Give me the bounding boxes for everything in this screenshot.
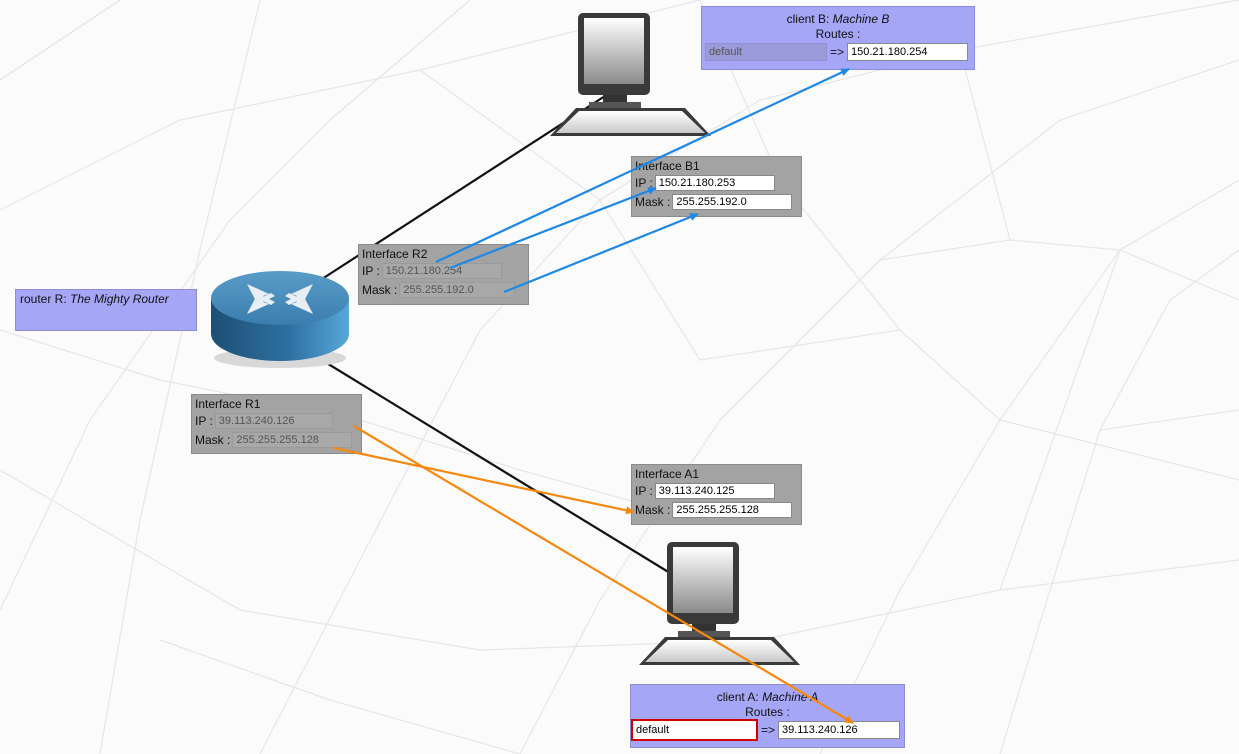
- client-a-route-gateway[interactable]: [778, 721, 901, 739]
- client-a-kind: client A:: [716, 690, 759, 704]
- ip-label: IP :: [195, 413, 213, 428]
- interface-r1-ip-input[interactable]: [214, 412, 333, 429]
- client-b-route-destination[interactable]: [705, 43, 827, 61]
- client-b-kind: client B:: [786, 12, 830, 26]
- ip-label: IP :: [635, 483, 653, 498]
- interface-r2-title: Interface R2: [362, 247, 428, 261]
- client-a-panel[interactable]: client A: Machine A Routes : =>: [630, 684, 905, 748]
- interface-r2-ip-input[interactable]: [381, 262, 502, 279]
- mask-label: Mask :: [195, 432, 231, 447]
- interface-a1-panel[interactable]: Interface A1 IP : Mask :: [631, 464, 802, 525]
- interface-a1-title: Interface A1: [635, 467, 700, 481]
- ip-label: IP :: [362, 263, 380, 278]
- interface-b1-ip-input[interactable]: [654, 174, 775, 191]
- client-b-panel[interactable]: client B: Machine B Routes : =>: [701, 6, 975, 70]
- computer-icon[interactable]: [545, 12, 715, 140]
- ip-label: IP :: [635, 175, 653, 190]
- client-b-routes-label: Routes :: [815, 27, 861, 41]
- interface-a1-mask-input[interactable]: [672, 501, 793, 518]
- interface-b1-panel[interactable]: Interface B1 IP : Mask :: [631, 156, 802, 217]
- mask-label: Mask :: [635, 194, 671, 209]
- interface-a1-ip-input[interactable]: [654, 482, 775, 499]
- router-name: The Mighty Router: [70, 292, 169, 306]
- interface-b1-title: Interface B1: [635, 159, 700, 173]
- router-label[interactable]: router R: The Mighty Router: [15, 289, 197, 331]
- route-arrow: =>: [761, 723, 776, 737]
- mask-label: Mask :: [362, 282, 398, 297]
- router-icon[interactable]: [207, 268, 353, 372]
- interface-r1-panel[interactable]: Interface R1 IP : Mask :: [191, 394, 362, 454]
- interface-r2-mask-input[interactable]: [399, 281, 516, 298]
- client-a-routes-label: Routes :: [745, 705, 790, 719]
- mask-label: Mask :: [635, 502, 671, 517]
- client-a-route-destination[interactable]: [631, 719, 758, 741]
- client-a-name: Machine A: [762, 690, 819, 704]
- client-b-route-gateway[interactable]: [847, 43, 969, 61]
- interface-b1-mask-input[interactable]: [672, 193, 793, 210]
- router-kind: router R:: [20, 292, 67, 306]
- computer-icon[interactable]: [634, 541, 804, 669]
- route-arrow: =>: [830, 45, 845, 59]
- interface-r1-mask-input[interactable]: [232, 431, 353, 448]
- link-router-to-client-a: [324, 361, 671, 574]
- interface-r1-title: Interface R1: [195, 397, 261, 411]
- client-b-name: Machine B: [832, 12, 890, 26]
- interface-r2-panel[interactable]: Interface R2 IP : Mask :: [358, 244, 529, 305]
